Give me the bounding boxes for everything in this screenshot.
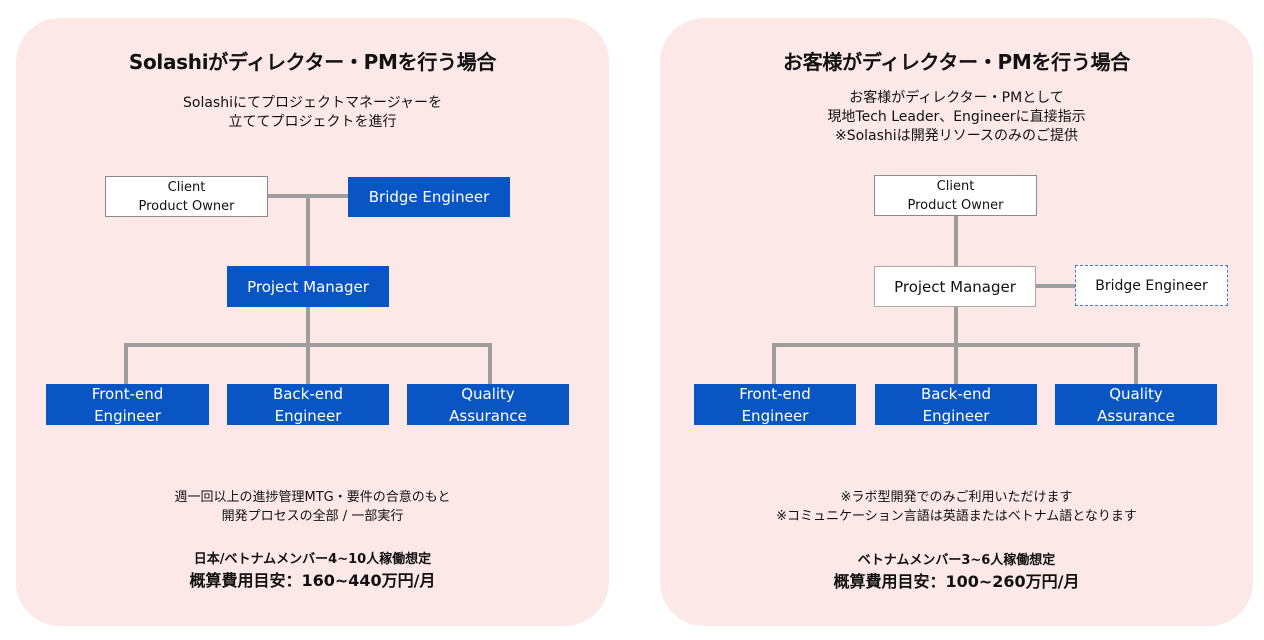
panel-description: Solashiにてプロジェクトマネージャーを 立ててプロジェクトを進行 [183,95,442,130]
connector-qa [1134,343,1138,384]
process-note: 週一回以上の進捗管理MTG・要件の合意のもと 開発プロセスの全部 / 一部実行 [174,490,451,524]
member-count: ベトナムメンバー3~6人稼働想定 [857,553,1056,568]
project-manager-box: Project Manager [227,266,389,307]
panel-title: お客様がディレクター・PMを行う場合 [783,50,1130,74]
client-product-owner-box: Client Product Owner [874,175,1037,216]
connector-horizontal [124,343,492,347]
connector-front-end [772,343,776,384]
connector-qa [488,343,492,384]
client-pm-panel: お客様がディレクター・PMを行う場合 お客様がディレクター・PMとして 現地Te… [660,18,1253,626]
cost-estimate: 概算費用目安：160~440万円/月 [189,571,436,590]
quality-assurance-box: Quality Assurance [407,384,569,425]
connector-to-pm [306,194,310,268]
quality-assurance-box: Quality Assurance [1055,384,1217,425]
solashi-pm-panel: Solashiがディレクター・PMを行う場合 Solashiにてプロジェクトマネ… [16,18,609,626]
member-count: 日本/ベトナムメンバー4~10人稼働想定 [193,552,432,567]
panel-title: Solashiがディレクター・PMを行う場合 [128,50,497,74]
cost-estimate: 概算費用目安：100~260万円/月 [833,572,1080,591]
connector-client-pm [954,216,958,266]
back-end-engineer-box: Back-end Engineer [227,384,389,425]
lab-note: ※ラボ型開発でのみご利用いただけます ※コミュニケーション言語は英語またはベトナ… [776,490,1137,524]
connector-front-end [124,343,128,384]
connector-horizontal [772,343,1140,347]
bridge-engineer-box: Bridge Engineer [348,177,510,217]
front-end-engineer-box: Front-end Engineer [694,384,856,425]
panel-description: お客様がディレクター・PMとして 現地Tech Leader、Engineerに… [827,90,1086,144]
front-end-engineer-box: Front-end Engineer [46,384,209,425]
client-product-owner-box: Client Product Owner [105,176,268,217]
connector-pm-bridge [1034,284,1076,288]
bridge-engineer-optional-box: Bridge Engineer [1075,265,1228,306]
back-end-engineer-box: Back-end Engineer [875,384,1037,425]
project-manager-box: Project Manager [874,266,1036,307]
